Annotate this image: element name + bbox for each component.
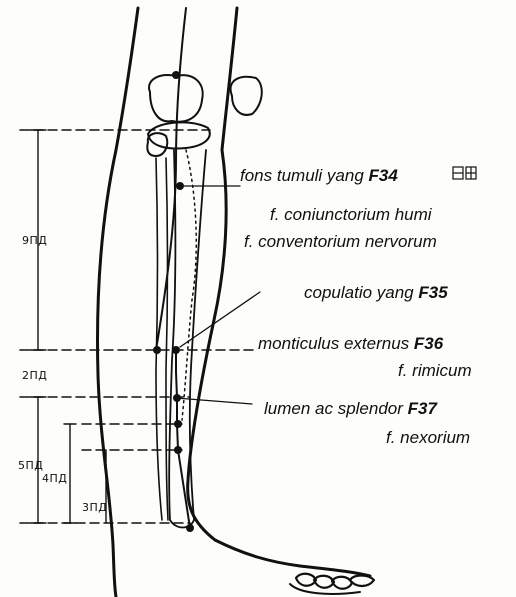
point-name: lumen ac splendor bbox=[264, 399, 403, 418]
point-marker bbox=[174, 446, 182, 454]
point-marker bbox=[186, 524, 194, 532]
measure-2: 2ПД bbox=[22, 370, 47, 382]
femur-condyle bbox=[149, 75, 203, 122]
label-f37: lumen ac splendor F37 bbox=[264, 399, 437, 419]
toe-4 bbox=[350, 576, 374, 587]
point-code: F36 bbox=[414, 334, 443, 353]
point-name: monticulus externus bbox=[258, 334, 409, 353]
measure-unit: ПД bbox=[50, 472, 68, 485]
measure-5: 5ПД bbox=[18, 460, 43, 472]
label-f34-alt-1: f. coniunctorium humi bbox=[270, 205, 432, 225]
point-marker-f35 bbox=[153, 346, 161, 354]
foot-top-outline bbox=[215, 540, 370, 576]
measure-unit: ПД bbox=[26, 459, 44, 472]
measure-4: 4ПД bbox=[42, 473, 67, 485]
point-code: F37 bbox=[408, 399, 437, 418]
label-f36: monticulus externus F36 bbox=[258, 334, 443, 354]
point-name: fons tumuli yang bbox=[240, 166, 364, 185]
label-f34-alt-2: f. conventorium nervorum bbox=[244, 232, 437, 252]
measure-value: 3 bbox=[82, 501, 90, 514]
chinese-characters-icon bbox=[453, 167, 476, 179]
patella bbox=[231, 77, 262, 115]
label-f37-alt-1: f. nexorium bbox=[386, 428, 470, 448]
measure-value: 9 bbox=[22, 234, 30, 247]
point-marker-f37 bbox=[173, 394, 181, 402]
measure-value: 2 bbox=[22, 369, 30, 382]
measure-9: 9ПД bbox=[22, 235, 47, 247]
measure-3: 3ПД bbox=[82, 502, 107, 514]
point-code: F35 bbox=[418, 283, 447, 302]
toe-3 bbox=[332, 577, 352, 589]
label-f35: copulatio yang F35 bbox=[304, 283, 448, 303]
measure-unit: ПД bbox=[30, 234, 48, 247]
measure-value: 4 bbox=[42, 472, 50, 485]
tibia-plateau bbox=[148, 122, 210, 148]
point-marker bbox=[174, 420, 182, 428]
toe-2 bbox=[314, 576, 334, 588]
label-f34: fons tumuli yang F34 bbox=[240, 166, 398, 186]
point-marker-f36 bbox=[172, 346, 180, 354]
point-code: F34 bbox=[369, 166, 398, 185]
meridian-line bbox=[156, 8, 186, 350]
measure-unit: ПД bbox=[30, 369, 48, 382]
tibia-dotted-contour bbox=[182, 150, 196, 420]
measure-value: 5 bbox=[18, 459, 26, 472]
point-name: copulatio yang bbox=[304, 283, 414, 302]
point-marker-f34 bbox=[176, 182, 184, 190]
point-marker bbox=[172, 71, 180, 79]
measure-unit: ПД bbox=[90, 501, 108, 514]
label-f36-alt-1: f. rimicum bbox=[398, 361, 472, 381]
